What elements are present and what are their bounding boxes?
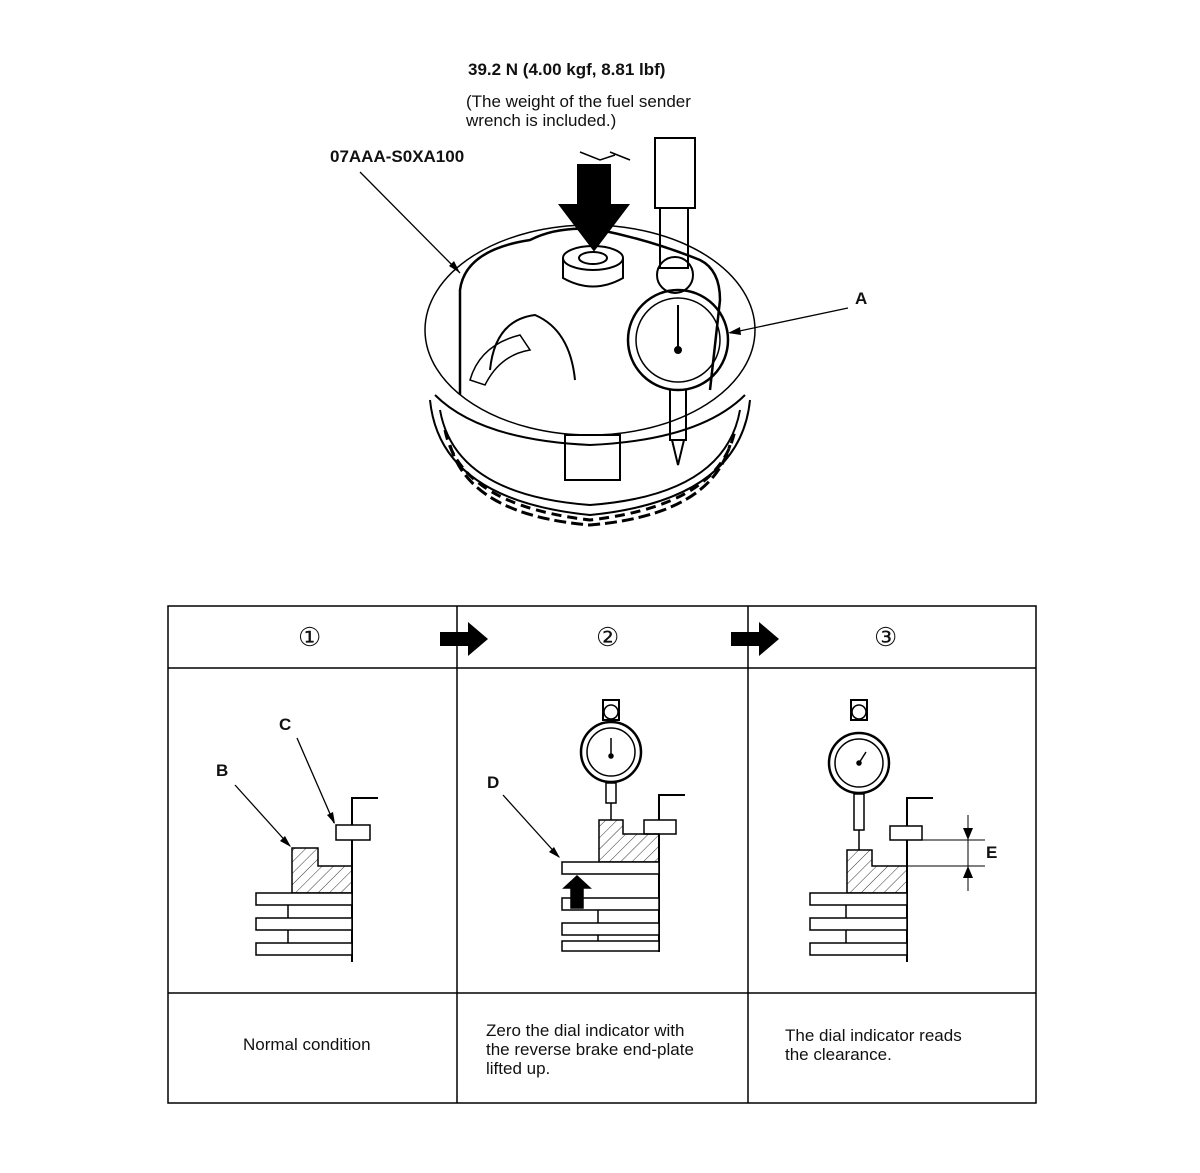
panel-3-diagram (809, 699, 985, 962)
step-number-3: ③ (874, 623, 898, 653)
force-arrow-icon (557, 164, 631, 252)
step-number-1: ① (298, 623, 322, 653)
callout-a-label: A (855, 289, 868, 308)
callout-c-label: C (279, 715, 292, 734)
step-number-2: ② (596, 623, 620, 653)
step-1-caption: Normal condition (243, 1035, 371, 1054)
step-2-caption-line-2: the reverse brake end-plate (486, 1040, 694, 1059)
panel-1-diagram (234, 737, 378, 962)
weight-note-line-1: (The weight of the fuel sender (466, 92, 691, 111)
step-2-caption-line-3: lifted up. (486, 1059, 551, 1078)
weight-note: (The weight of the fuel sender wrench is… (466, 92, 766, 130)
callout-b-label: B (216, 761, 229, 780)
callout-e-label: E (986, 843, 998, 862)
lift-arrow-icon (562, 874, 592, 909)
force-spec: 39.2 N (4.00 kgf, 8.81 lbf) (468, 60, 666, 79)
panel-2-diagram (502, 699, 685, 952)
table-frame (167, 605, 1037, 1104)
step-3-caption-line-2: the clearance. (785, 1045, 892, 1064)
step-2-caption-line-1: Zero the dial indicator with (486, 1021, 685, 1040)
step-2-caption: Zero the dial indicator with the reverse… (486, 1021, 694, 1078)
step-arrow-icon-1 (440, 622, 488, 656)
step-3-caption-line-1: The dial indicator reads (785, 1026, 962, 1045)
tool-number-label: 07AAA-S0XA100 (330, 147, 465, 166)
dial-indicator (626, 288, 730, 392)
weight-note-line-2: wrench is included.) (466, 111, 617, 130)
clutch-drum (429, 399, 751, 517)
step-arrow-icon-2 (731, 622, 779, 656)
callout-d-label: D (487, 773, 500, 792)
tool-leader-line (359, 171, 461, 274)
a-leader-line (729, 307, 849, 334)
assembly-illustration (359, 137, 849, 527)
step-3-caption: The dial indicator reads the clearance. (785, 1026, 962, 1064)
